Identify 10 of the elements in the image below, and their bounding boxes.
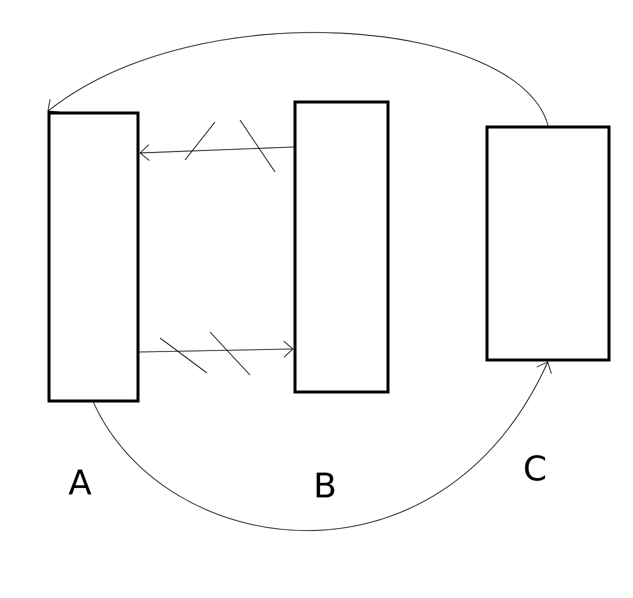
letter-label: A — [68, 470, 92, 494]
letter-label: C — [525, 455, 546, 481]
arrow — [140, 120, 294, 172]
arrow — [93, 362, 552, 531]
box — [486, 126, 610, 362]
box — [48, 112, 140, 402]
box — [294, 100, 390, 394]
arrow — [139, 332, 294, 376]
letter-label: B — [316, 472, 334, 498]
arrow — [48, 32, 548, 126]
